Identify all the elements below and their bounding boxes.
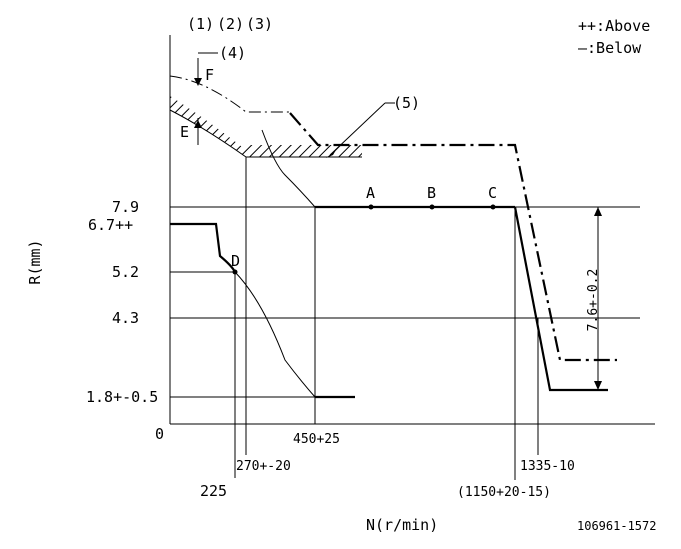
dimension-arrow-top bbox=[594, 207, 602, 216]
idle-curve-lower bbox=[234, 271, 316, 398]
point-D-dot bbox=[232, 269, 238, 275]
callout-4: (4) bbox=[219, 44, 246, 62]
point-A-label: A bbox=[366, 184, 375, 202]
dimension-arrow-bottom bbox=[594, 381, 602, 390]
x-tick-225: 225 bbox=[200, 482, 227, 500]
callout-F: F bbox=[205, 66, 214, 84]
marker-1: (1) bbox=[187, 15, 214, 33]
point-A-dot bbox=[368, 204, 374, 210]
point-D-label: D bbox=[231, 252, 240, 270]
full-load-curve bbox=[261, 129, 316, 208]
point-B-label: B bbox=[427, 184, 436, 202]
marker-2: (2) bbox=[217, 15, 244, 33]
e-arrowhead bbox=[194, 120, 202, 128]
x-tick-1335: 1335-10 bbox=[520, 459, 575, 474]
y-tick-5-2: 5.2 bbox=[112, 263, 139, 281]
y-tick-0: 0 bbox=[155, 425, 164, 443]
callout-E: E bbox=[180, 123, 189, 141]
stopper-hatch bbox=[170, 96, 246, 157]
y-tick-7-9: 7.9 bbox=[112, 198, 139, 216]
callout-5-arrowhead bbox=[326, 150, 336, 158]
stopper-boundary bbox=[169, 109, 247, 158]
above-curve bbox=[169, 75, 290, 113]
governor-drop bbox=[513, 206, 608, 392]
legend-above: ++:Above bbox=[578, 17, 650, 35]
idle-curve bbox=[170, 222, 236, 273]
point-C-label: C bbox=[488, 184, 497, 202]
point-B-dot bbox=[429, 204, 435, 210]
callout-5-leader bbox=[329, 102, 386, 156]
point-C-dot bbox=[490, 204, 496, 210]
marker-3: (3) bbox=[246, 15, 273, 33]
stopper-bar bbox=[246, 145, 362, 157]
drawing-code: 106961-1572 bbox=[577, 519, 656, 533]
y-axis-title: R(mm) bbox=[26, 239, 44, 284]
callout-5: (5) bbox=[393, 94, 420, 112]
f-arrowhead bbox=[194, 78, 202, 86]
y-tick-6-7: 6.7++ bbox=[88, 216, 133, 234]
y-tick-4-3: 4.3 bbox=[112, 309, 139, 327]
y-tick-1-8: 1.8+-0.5 bbox=[86, 388, 158, 406]
x-tick-1150: (1150+20-15) bbox=[457, 485, 551, 500]
x-axis-title: N(r/min) bbox=[366, 516, 438, 534]
legend-below: —:Below bbox=[578, 39, 642, 57]
above-curve-mid bbox=[289, 112, 617, 362]
x-tick-270: 270+-20 bbox=[236, 459, 291, 474]
dimension-label: 7.6+-0.2 bbox=[586, 269, 601, 332]
x-tick-450: 450+25 bbox=[293, 432, 340, 447]
